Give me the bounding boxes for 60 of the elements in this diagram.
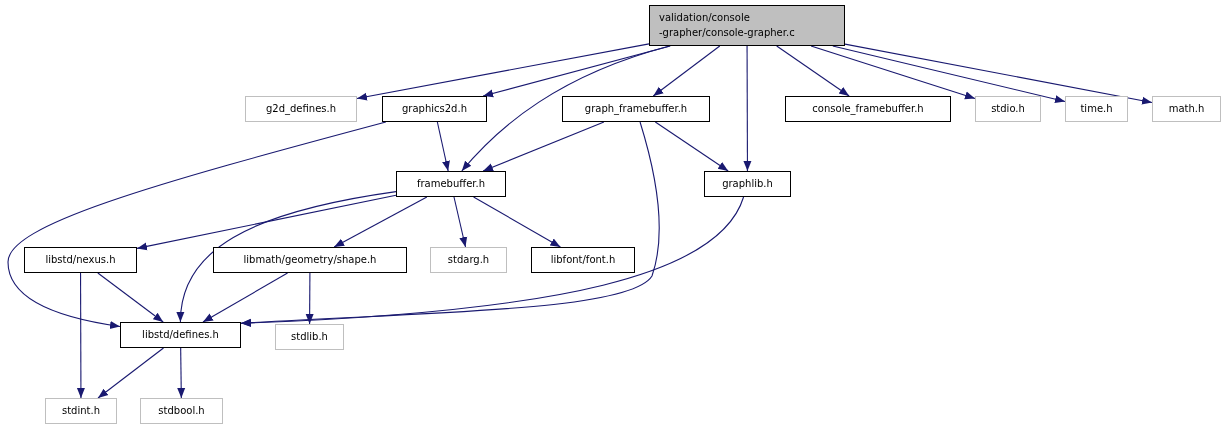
arrow [240, 196, 745, 327]
arrow [136, 194, 397, 251]
file-name: stdio.h [991, 101, 1025, 116]
arrow [743, 45, 752, 172]
arrow [832, 45, 1066, 104]
header-file-box [562, 96, 710, 122]
file-name: libmath/geometry/shape.h [243, 252, 377, 267]
header-file-box [396, 171, 506, 197]
arrow [453, 196, 468, 248]
system-header-box [975, 96, 1041, 122]
file-name: framebuffer.h [416, 176, 486, 191]
file-name: graphics2d.h [402, 101, 467, 116]
header-file-box [24, 247, 137, 273]
header-file-box [120, 322, 241, 348]
header-file-box [531, 247, 635, 273]
file-name: libstd/defines.h [142, 327, 219, 342]
file-name: libfont/font.h [550, 252, 616, 267]
system-header-box [140, 398, 223, 424]
file-name: libstd/nexus.h [45, 252, 116, 267]
system-header-box [1152, 96, 1221, 122]
arrow [177, 347, 186, 399]
file-name: console_framebuffer.h [812, 101, 924, 117]
arrow [333, 196, 428, 248]
arrow [810, 45, 976, 100]
file-name: time.h [1080, 101, 1113, 116]
file-name: stdbool.h [158, 403, 205, 418]
arrow [7, 121, 387, 329]
header-file-box [704, 171, 791, 197]
arrow [202, 272, 289, 323]
arrow [305, 272, 314, 325]
source-file-box [649, 5, 845, 46]
arrow [177, 191, 397, 323]
arrow [652, 45, 721, 97]
file-name: g2d_defines.h [265, 101, 337, 117]
header-file-box [785, 96, 951, 122]
arrow [436, 121, 450, 172]
arrow [654, 121, 729, 172]
arrow [356, 43, 650, 101]
file-name: stdlib.h [291, 329, 328, 344]
arrow [482, 121, 605, 172]
arrow [461, 45, 671, 172]
file-name: stdint.h [61, 403, 100, 418]
file-name: math.h [1168, 101, 1205, 116]
system-header-box [275, 324, 344, 350]
file-name: validation/console -grapher/console-grapher.c [659, 11, 796, 40]
header-file-box [382, 96, 487, 122]
file-name: graphlib.h [722, 176, 773, 191]
system-header-box [45, 398, 117, 424]
system-header-box [430, 247, 507, 273]
arrow [97, 272, 164, 323]
header-file-box [213, 247, 407, 273]
file-name: stdarg.h [447, 252, 490, 267]
system-header-box [245, 96, 357, 122]
file-name: graph_framebuffer.h [584, 101, 688, 117]
arrow [776, 45, 850, 97]
arrow [97, 347, 165, 399]
arrow [473, 196, 561, 248]
arrow [76, 272, 85, 399]
system-header-box [1065, 96, 1128, 122]
arrow [844, 43, 1153, 105]
